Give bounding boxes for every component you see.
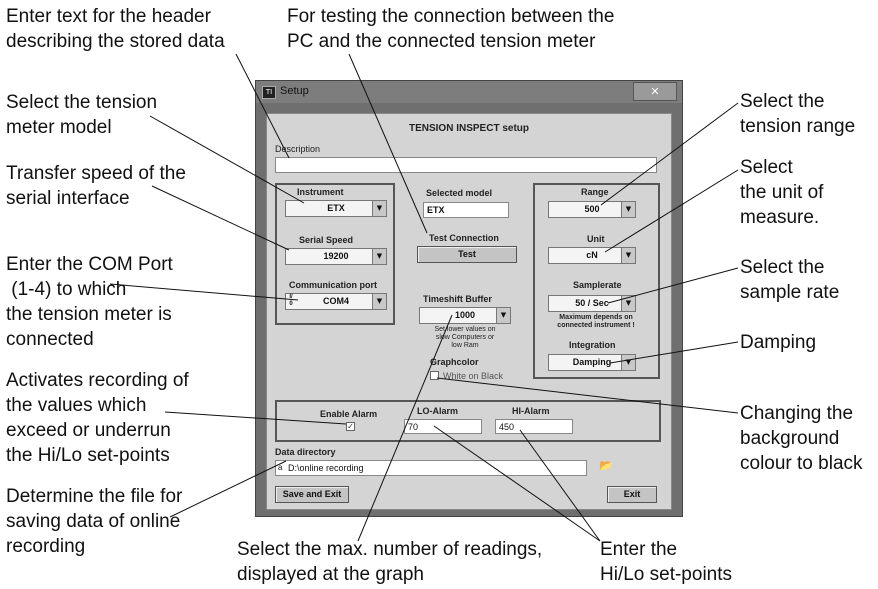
chevron-down-icon[interactable]: ▼ [621, 202, 635, 217]
integration-label: Integration [569, 340, 616, 350]
communication-port-select[interactable]: I/0 COM4 ▼ [285, 293, 387, 310]
communication-port-value: COM4 [322, 296, 349, 306]
data-directory-value: D:\online recording [288, 463, 364, 473]
hi-alarm-input[interactable]: 450 [495, 419, 573, 434]
timeshift-buffer-value: 1000 [454, 310, 476, 320]
chevron-down-icon[interactable]: ▼ [621, 355, 635, 370]
serial-speed-select[interactable]: 19200 ▼ [285, 248, 387, 265]
samplerate-value: 50 / Sec [575, 298, 609, 308]
chevron-down-icon[interactable]: ▼ [372, 249, 386, 264]
range-value: 500 [584, 204, 600, 214]
graphcolor-label: Graphcolor [430, 357, 479, 367]
selected-model-value: ETX [423, 202, 509, 218]
lo-alarm-input[interactable]: 70 [404, 419, 482, 434]
instrument-select[interactable]: ETX ▼ [285, 200, 387, 217]
enable-alarm-checkbox[interactable]: ✓ [346, 422, 355, 431]
chevron-down-icon[interactable]: ▼ [496, 308, 510, 323]
instrument-group [275, 183, 395, 325]
serial-speed-value: 19200 [323, 251, 349, 261]
range-select[interactable]: 500 ▼ [548, 201, 636, 218]
title-bar[interactable]: TI Setup ✕ [256, 81, 682, 103]
serial-speed-label: Serial Speed [299, 235, 354, 245]
range-label: Range [581, 187, 609, 197]
enable-alarm-label: Enable Alarm [320, 409, 378, 419]
test-button[interactable]: Test [417, 246, 517, 263]
unit-value: cN [586, 250, 598, 260]
description-label: Description [275, 144, 321, 154]
hi-alarm-label: HI-Alarm [512, 406, 550, 416]
white-on-black-label: White on Black [443, 371, 504, 381]
chevron-down-icon[interactable]: ▼ [621, 248, 635, 263]
integration-value: Damping [572, 357, 612, 367]
annotation-damping: Damping [740, 332, 817, 353]
annotation-max-readings: Select the max. number of readings,displ… [237, 539, 543, 585]
graphcolor-checkbox[interactable] [430, 371, 439, 380]
folder-icon[interactable]: 📂 [599, 460, 613, 472]
instrument-label: Instrument [297, 187, 344, 197]
chevron-down-icon[interactable]: ▼ [621, 296, 635, 311]
samplerate-select[interactable]: 50 / Sec ▼ [548, 295, 636, 312]
setup-panel: TENSION INSPECT setup Description Instru… [266, 113, 672, 510]
selected-model-label: Selected model [426, 188, 493, 198]
save-and-exit-button[interactable]: Save and Exit [275, 486, 349, 503]
window-title: Setup [280, 85, 309, 97]
setup-window: TI Setup ✕ TENSION INSPECT setup Descrip… [255, 80, 683, 517]
close-button[interactable]: ✕ [633, 82, 677, 101]
communication-port-label: Communication port [289, 280, 377, 290]
setup-heading: TENSION INSPECT setup [408, 123, 529, 134]
timeshift-buffer-select[interactable]: 1000 ▼ [419, 307, 511, 324]
app-icon: TI [262, 86, 276, 99]
timeshift-buffer-label: Timeshift Buffer [423, 294, 492, 304]
port-icon: I/0 [289, 294, 293, 307]
samplerate-label: Samplerate [573, 280, 622, 290]
chevron-down-icon[interactable]: ▼ [372, 201, 386, 216]
instrument-value: ETX [327, 203, 345, 213]
path-icon: a [278, 463, 283, 472]
test-connection-label: Test Connection [429, 233, 499, 243]
exit-button[interactable]: Exit [607, 486, 657, 503]
unit-select[interactable]: cN ▼ [548, 247, 636, 264]
lo-alarm-label: LO-Alarm [417, 406, 459, 416]
integration-select[interactable]: Damping ▼ [548, 354, 636, 371]
description-input[interactable] [275, 157, 657, 173]
chevron-down-icon[interactable]: ▼ [372, 294, 386, 309]
unit-label: Unit [587, 234, 605, 244]
data-directory-label: Data directory [275, 447, 336, 457]
data-directory-input[interactable]: a D:\online recording [275, 460, 587, 476]
